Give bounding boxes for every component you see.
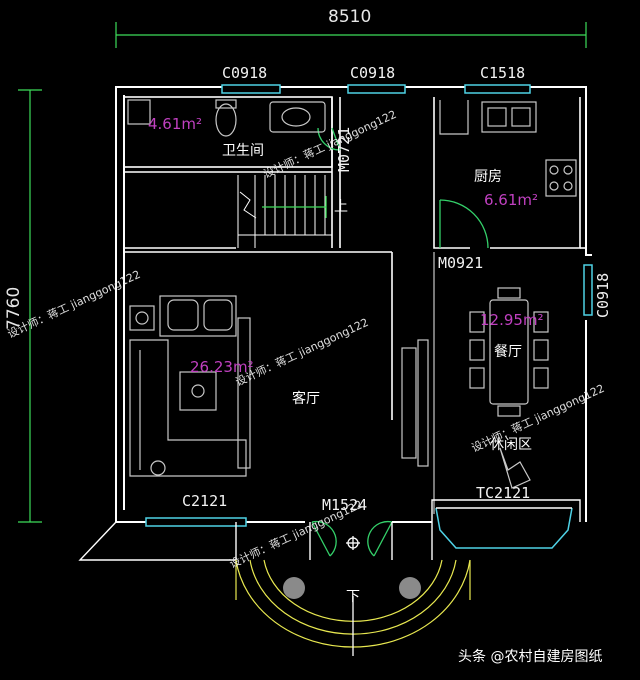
stair-down-label: 下 xyxy=(346,589,360,605)
column-right xyxy=(399,577,421,599)
dining-set xyxy=(469,287,549,489)
dimension-lines xyxy=(18,22,587,523)
overall-width-dimension: 8510 xyxy=(328,7,372,27)
bathroom-name: 卫生间 xyxy=(222,143,264,159)
tv-cabinet xyxy=(401,252,435,514)
entry-door-code: M1524 xyxy=(322,496,368,514)
doors xyxy=(311,127,489,557)
stair-window-code: C0918 xyxy=(350,64,396,82)
bathroom-area: 4.61m² xyxy=(148,115,203,133)
kitchen-area: 6.61m² xyxy=(484,191,539,209)
source-credit: 头条 @农村自建房图纸 xyxy=(458,649,603,665)
column-left xyxy=(283,577,305,599)
living-name: 客厅 xyxy=(292,391,320,407)
living-furniture xyxy=(129,295,251,477)
dining-window-code: C0918 xyxy=(594,272,612,318)
bath-window-code: C0918 xyxy=(222,64,268,82)
dining-area: 12.95m² xyxy=(480,311,544,329)
bay-window-code: TC2121 xyxy=(476,484,531,502)
stair xyxy=(237,175,332,248)
exterior-walls xyxy=(115,86,592,523)
bay-window-area xyxy=(431,499,581,522)
living-window-code: C2121 xyxy=(182,492,228,510)
kitchen-door-code: M0921 xyxy=(438,254,484,272)
bathroom-fixtures xyxy=(127,99,326,137)
stair-arrow xyxy=(262,196,327,218)
entry-arrow xyxy=(346,536,360,656)
interior-walls xyxy=(123,96,586,420)
kitchen-name: 厨房 xyxy=(474,169,502,185)
kitchen-fixtures xyxy=(439,100,577,197)
living-area: 26.23m² xyxy=(190,358,254,376)
kitchen-window-code: C1518 xyxy=(480,64,526,82)
dining-name: 餐厅 xyxy=(494,344,522,360)
windows xyxy=(145,84,593,549)
entry-steps xyxy=(78,521,433,561)
leisure-name: 休闲区 xyxy=(490,437,532,453)
stair-up-label: 上 xyxy=(334,199,348,215)
